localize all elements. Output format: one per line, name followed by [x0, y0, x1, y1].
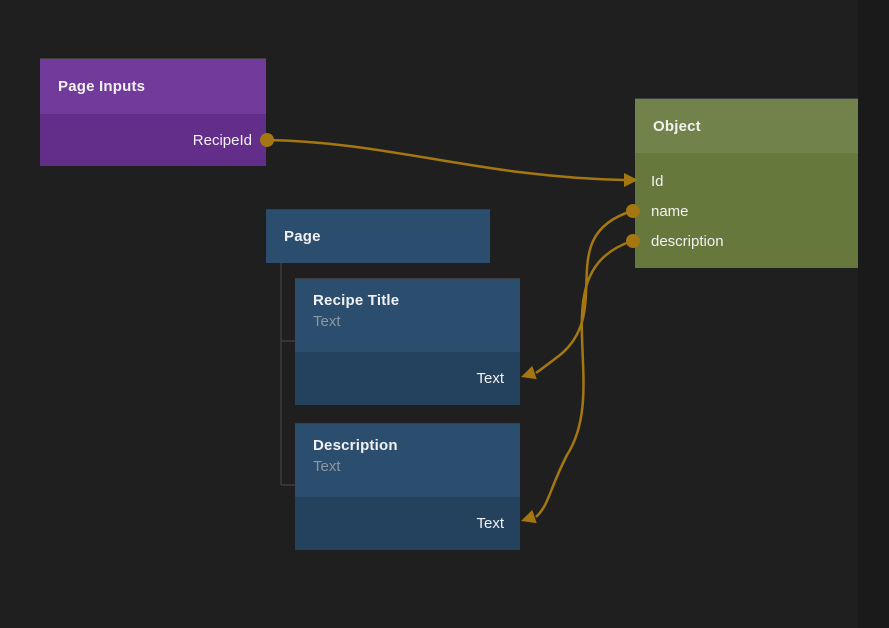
output-label-recipeid: RecipeId — [192, 131, 252, 149]
node-object[interactable]: Object Id name description — [635, 98, 858, 268]
element-recipe-title-label: Recipe Title — [313, 292, 400, 309]
field-label-name: name — [651, 202, 689, 220]
element-description-input-port[interactable]: Text — [295, 497, 520, 550]
field-row-name[interactable]: name — [635, 196, 858, 226]
element-recipe-title-type: Text — [313, 313, 341, 330]
node-page-header[interactable]: Page — [266, 210, 490, 263]
arrowhead-description-text — [521, 509, 537, 524]
wire-description-to-description[interactable] — [535, 239, 633, 518]
node-page[interactable]: Page — [266, 209, 490, 263]
element-recipe-title-header[interactable]: Recipe Title Text — [295, 279, 520, 352]
node-page-title: Page — [284, 228, 321, 245]
node-object-title: Object — [653, 117, 701, 135]
element-recipe-title-input-label: Text — [476, 370, 504, 387]
element-description-input-label: Text — [476, 515, 504, 532]
element-description[interactable]: Description Text Text — [295, 423, 520, 550]
element-recipe-title[interactable]: Recipe Title Text Text — [295, 278, 520, 405]
element-recipe-title-input-port[interactable]: Text — [295, 352, 520, 405]
node-page-inputs-header[interactable]: Page Inputs — [40, 59, 266, 114]
output-port-row-recipeid[interactable]: RecipeId — [40, 114, 266, 166]
arrowhead-recipe-title-text — [521, 365, 537, 380]
wire-name-to-recipe-title[interactable] — [535, 209, 633, 375]
tree-line-page-children — [280, 262, 295, 486]
node-page-inputs[interactable]: Page Inputs RecipeId — [40, 58, 266, 166]
element-description-header[interactable]: Description Text — [295, 424, 520, 497]
node-object-header[interactable]: Object — [635, 99, 858, 153]
node-object-body: Id name description — [635, 153, 858, 268]
field-row-id[interactable]: Id — [635, 166, 858, 196]
field-row-description[interactable]: description — [635, 226, 858, 256]
node-page-inputs-title: Page Inputs — [58, 78, 146, 95]
canvas-edge-strip — [858, 0, 889, 628]
element-description-label: Description — [313, 437, 398, 454]
wire-recipeid-to-id[interactable] — [266, 138, 625, 182]
field-label-id: Id — [651, 172, 664, 190]
field-label-description: description — [651, 232, 724, 250]
element-description-type: Text — [313, 458, 341, 475]
